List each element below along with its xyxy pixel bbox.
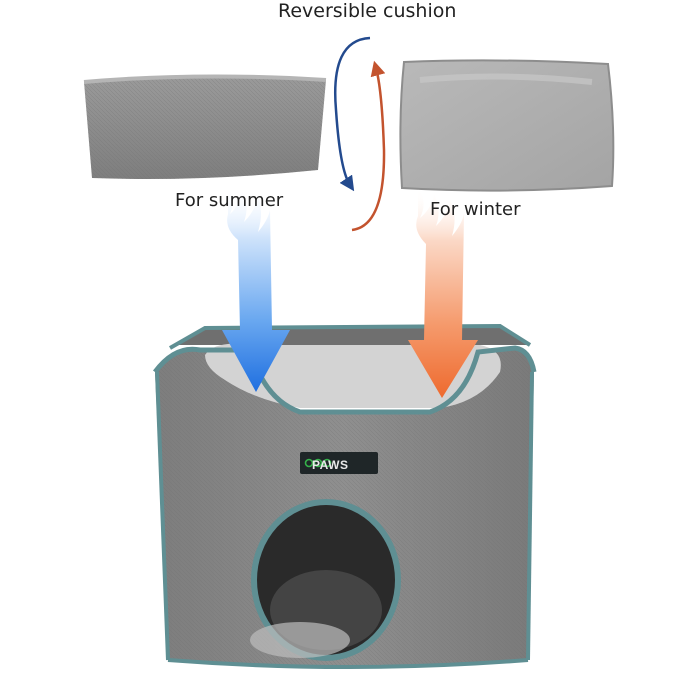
brand-patch <box>300 452 378 474</box>
brand-name: PAWS <box>312 458 349 472</box>
cool-air-arrow-icon <box>222 186 290 392</box>
winter-cushion <box>399 59 615 192</box>
rotate-arrows-icon <box>334 36 386 232</box>
cat-cube-box <box>152 323 537 669</box>
for-winter-label: For winter <box>430 199 521 220</box>
for-summer-label: For summer <box>175 190 284 211</box>
reversible-cushion-title: Reversible cushion <box>278 0 457 22</box>
warm-air-arrow-icon <box>408 188 478 398</box>
summer-cushion <box>83 74 327 179</box>
